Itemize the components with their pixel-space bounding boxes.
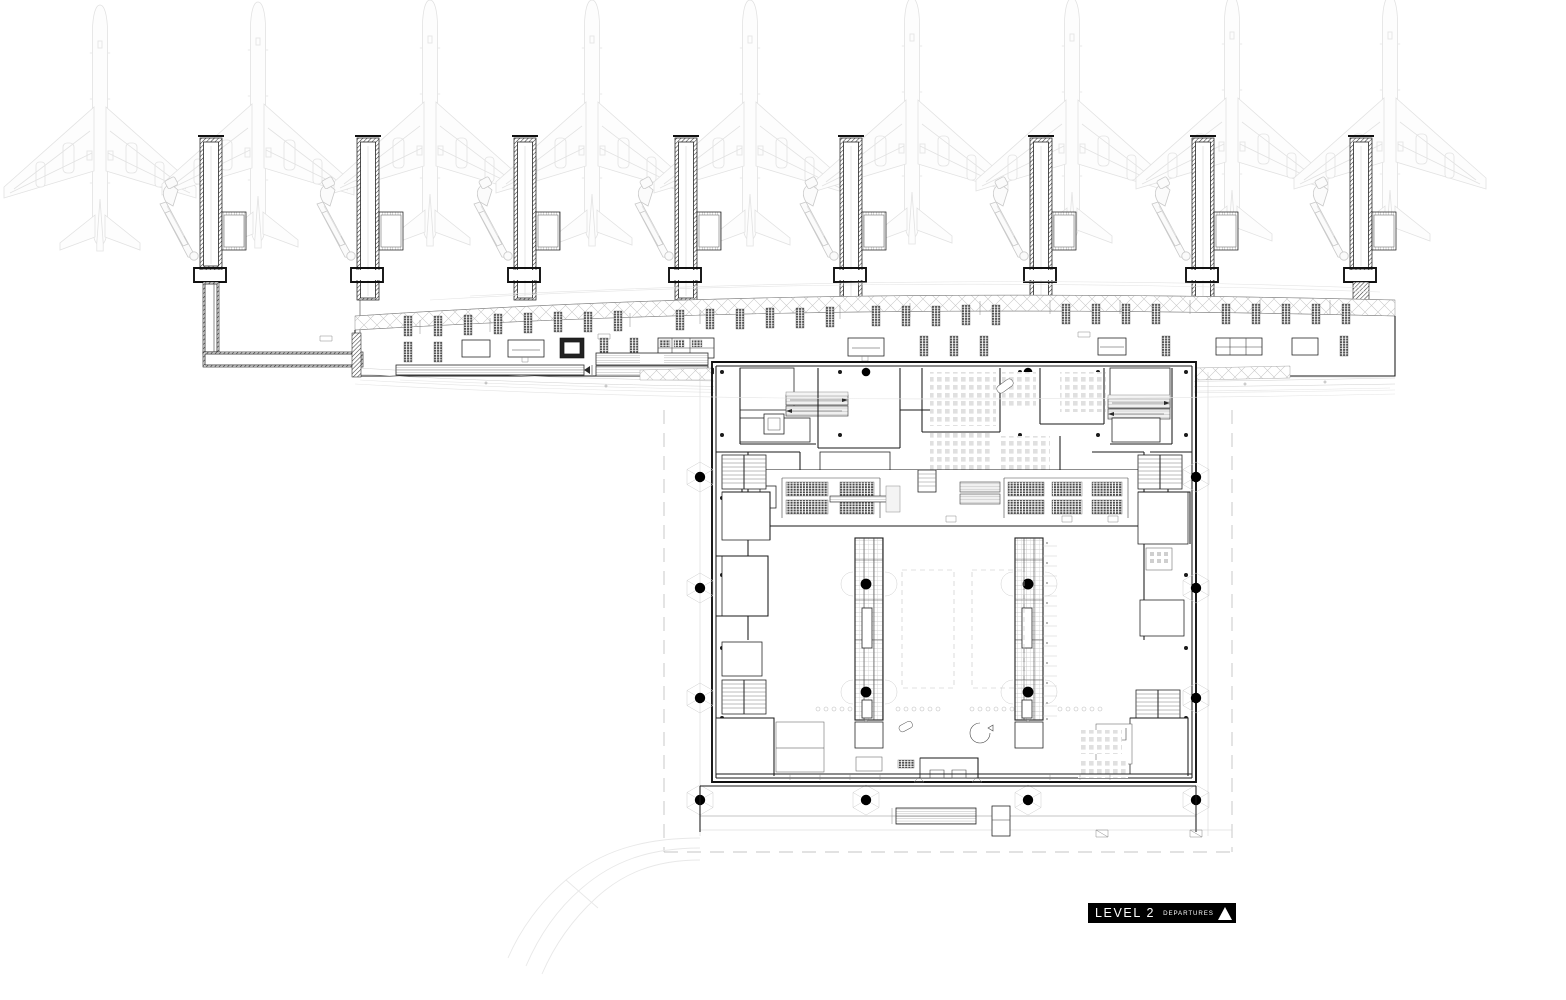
level-function-label: DEPARTURES <box>1163 909 1214 917</box>
queue-zone <box>901 569 955 689</box>
baggage-belt <box>1043 545 1057 717</box>
stair-core[interactable] <box>721 679 767 715</box>
gate-counter-group <box>319 331 1319 364</box>
circular-feature <box>969 722 994 744</box>
shaft <box>767 417 781 431</box>
podium-group <box>945 515 1119 523</box>
concourse-end-wall <box>351 332 362 378</box>
room <box>1139 599 1185 637</box>
kiosk[interactable] <box>855 756 883 772</box>
gate-counter[interactable] <box>461 339 491 358</box>
room <box>775 721 825 773</box>
gate-counter[interactable] <box>1097 337 1127 356</box>
concourse-link-bridge <box>639 367 713 381</box>
retail-seating <box>1078 730 1122 754</box>
wayfinding-marker <box>319 331 1091 342</box>
belt-markers <box>1046 542 1048 720</box>
left-service-spine <box>715 451 825 776</box>
level-key-tag: LEVEL 2 DEPARTURES <box>1088 903 1236 923</box>
lounge-seating-zone <box>1000 436 1050 472</box>
hexagonal-column-marker <box>852 784 880 816</box>
queue-zone <box>971 569 1025 689</box>
gate-jet-bridge <box>473 135 561 301</box>
room <box>1111 417 1161 443</box>
mullion-ticks <box>789 774 1111 780</box>
check-in-counter-island[interactable] <box>840 537 898 727</box>
entrance-vestibule[interactable] <box>913 757 983 783</box>
screening-machine <box>885 485 901 513</box>
room <box>721 491 771 541</box>
room <box>1129 717 1189 775</box>
escalator[interactable] <box>959 481 1001 493</box>
access-roadway <box>507 837 701 975</box>
room <box>721 641 763 677</box>
curb-kiosk[interactable] <box>991 805 1011 837</box>
room <box>715 717 775 775</box>
departures-curb-roadway <box>699 785 1232 838</box>
gate-counter[interactable] <box>1291 337 1319 356</box>
gate-counter[interactable] <box>847 337 885 362</box>
room <box>1137 491 1189 545</box>
screening-lane <box>1003 477 1129 518</box>
curb-marker <box>1095 829 1203 838</box>
furniture-dots <box>1150 552 1168 563</box>
security-screening-zone <box>741 469 1169 527</box>
landside-terminal-hall <box>711 361 1197 783</box>
retail-seating <box>1078 760 1128 778</box>
gate-jet-bridge <box>159 135 364 368</box>
lounge-seating-zone <box>1060 372 1106 412</box>
boarding-bridge-head <box>989 175 1029 261</box>
boarding-bridge-head <box>1309 175 1349 261</box>
gate-counter[interactable] <box>1215 337 1263 356</box>
gate-counter[interactable] <box>507 339 545 363</box>
stanchion-row <box>815 706 1103 712</box>
feature-object <box>898 720 913 733</box>
kiosk[interactable] <box>1014 721 1044 749</box>
room <box>721 555 769 617</box>
information-kiosk[interactable] <box>559 337 585 359</box>
check-in-counter-island[interactable] <box>1000 537 1058 727</box>
north-arrow-icon <box>1217 906 1232 920</box>
gate-jet-bridge <box>1151 135 1239 301</box>
gate-jet-bridge <box>799 135 887 301</box>
xray-belt <box>829 495 895 503</box>
gate-jet-bridge <box>989 135 1077 301</box>
site-lines <box>663 372 1233 853</box>
stair-core[interactable] <box>1137 454 1183 490</box>
hexagonal-column-marker <box>1014 784 1042 816</box>
gate-jet-bridge <box>316 135 404 301</box>
boarding-bridge-head <box>1151 175 1191 261</box>
concourse-link-bridge <box>1195 365 1291 381</box>
stair-core[interactable] <box>721 454 767 490</box>
escalator[interactable] <box>959 493 1001 505</box>
level-label: LEVEL 2 <box>1095 906 1156 920</box>
gate-pier-group <box>159 135 1397 368</box>
lounge-seating-zone <box>930 432 992 476</box>
stair[interactable] <box>917 469 937 493</box>
parked-aircraft <box>975 0 1169 245</box>
apron-taxi-lane <box>354 383 1396 400</box>
moving-walkway <box>395 364 593 376</box>
kiosk[interactable] <box>854 721 884 749</box>
seating <box>897 759 915 769</box>
gate-jet-bridge <box>634 135 722 301</box>
feature-object <box>996 378 1014 394</box>
